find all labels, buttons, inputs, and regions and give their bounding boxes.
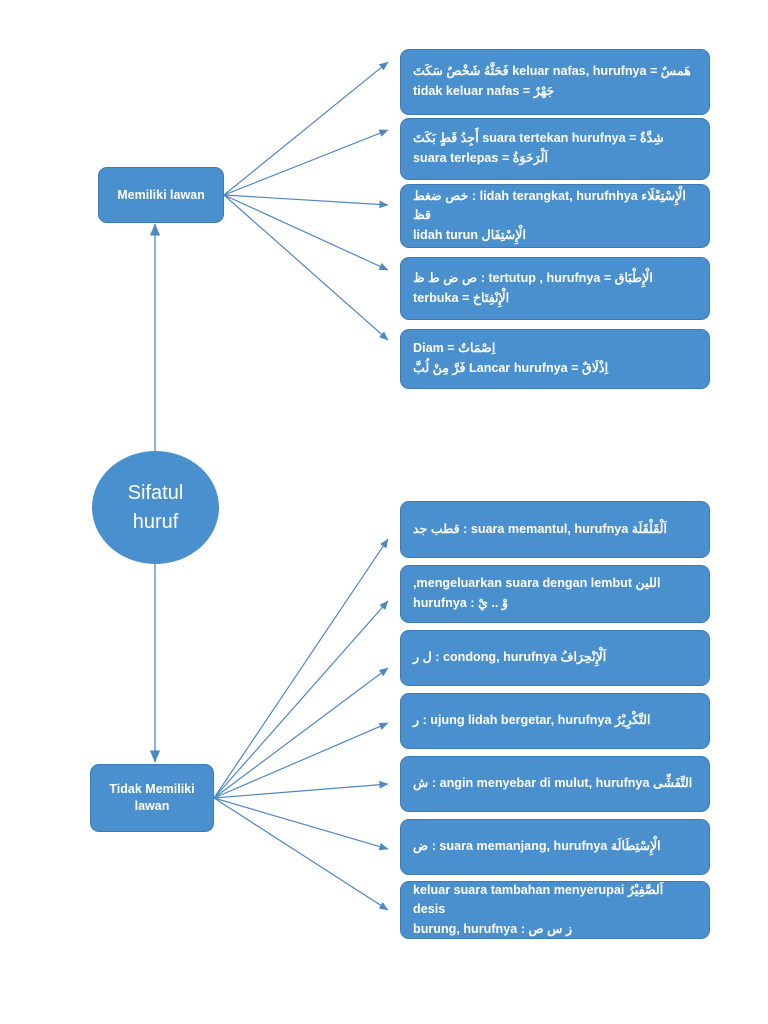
connector-memiliki-5 bbox=[223, 194, 389, 341]
leaf-node-tidak-4-line1: التَّكْرِيْرُ ujung lidah bergetar, huru… bbox=[413, 713, 651, 728]
leaf-node-tidak-3-line1: اَلْإِنْحِرَافُ condong, hurufnya : ل ر bbox=[413, 650, 607, 665]
connector-tidak-1 bbox=[213, 538, 389, 799]
branch-node-tidak-memiliki-lawan[interactable]: Tidak Memiliki lawan bbox=[90, 764, 214, 832]
leaf-node-memiliki-3-line1: الْإِسْتِعْلَاء lidah terangkat, hurufnh… bbox=[413, 188, 686, 223]
connector-tidak-2 bbox=[213, 600, 389, 799]
leaf-node-tidak-2-line2: hurufnya : وْ .. يْ bbox=[413, 596, 509, 610]
leaf-node-memiliki-5[interactable]: اِصْمَاتٌ = Diam اِذْلَاقٌ = Lancar huru… bbox=[400, 329, 710, 389]
branch-node-tidak-label-line1: Tidak Memiliki bbox=[109, 782, 195, 797]
leaf-node-memiliki-5-line2: اِذْلَاقٌ = Lancar hurufnya فَرَّ مِنْ ل… bbox=[413, 361, 609, 375]
leaf-node-memiliki-4-line1: الْإِطْبَاق = tertutup , hurufnya : ص ض … bbox=[413, 270, 653, 285]
connector-tidak-3 bbox=[213, 667, 389, 799]
leaf-node-memiliki-2-line1: شِدَّةٌ = suara tertekan hurufnya أَجِدُ… bbox=[413, 131, 664, 146]
center-node-sifatul-huruf[interactable]: Sifatul huruf bbox=[92, 451, 219, 564]
leaf-node-memiliki-1[interactable]: هَمسٌ = keluar nafas, hurufnya فَحَثَّهُ… bbox=[400, 49, 710, 115]
connector-memiliki-3 bbox=[223, 194, 389, 209]
leaf-node-tidak-7-line1: اَلصَّفِيْرُ keluar suara tambahan menye… bbox=[413, 882, 664, 917]
leaf-node-memiliki-1-line2: جَهْرٌ = tidak keluar nafas bbox=[413, 84, 555, 98]
connector-tidak-5 bbox=[213, 780, 389, 799]
leaf-node-memiliki-2-line2: اَلْرَخَوَةُ = suara terlepas bbox=[413, 151, 548, 165]
center-node-label-line2: huruf bbox=[132, 510, 179, 533]
leaf-node-tidak-6-line1: الْإِسْتِطَالَة suara memanjang, hurufny… bbox=[413, 839, 661, 854]
leaf-node-memiliki-1-line1: هَمسٌ = keluar nafas, hurufnya فَحَثَّهُ… bbox=[413, 64, 691, 79]
leaf-node-tidak-1-line1: اَلْقَلْقَلَة suara memantul, hurufnya :… bbox=[413, 521, 667, 536]
center-node-label: Sifatul huruf bbox=[128, 479, 184, 537]
connector-tidak-6 bbox=[213, 797, 389, 851]
leaf-node-tidak-2-line1: اللين mengeluarkan suara dengan lembut, bbox=[413, 576, 661, 591]
branch-node-tidak-memiliki-lawan-label: Tidak Memiliki lawan bbox=[109, 781, 194, 815]
connector-tidak-7 bbox=[213, 797, 389, 911]
branch-node-tidak-label-line2: lawan bbox=[134, 799, 170, 813]
leaf-node-tidak-7-line2: burung, hurufnya : ز س ص bbox=[413, 921, 573, 936]
leaf-node-memiliki-3[interactable]: الْإِسْتِعْلَاء lidah terangkat, hurufnh… bbox=[400, 184, 710, 248]
leaf-node-memiliki-5-line1: اِصْمَاتٌ = Diam bbox=[413, 341, 496, 356]
branch-node-memiliki-lawan[interactable]: Memiliki lawan bbox=[98, 167, 224, 223]
leaf-node-memiliki-4[interactable]: الْإِطْبَاق = tertutup , hurufnya : ص ض … bbox=[400, 257, 710, 320]
leaf-node-tidak-1[interactable]: اَلْقَلْقَلَة suara memantul, hurufnya :… bbox=[400, 501, 710, 558]
branch-node-memiliki-lawan-label: Memiliki lawan bbox=[117, 187, 205, 202]
connector-tidak-4 bbox=[213, 722, 389, 799]
leaf-node-tidak-2[interactable]: اللين mengeluarkan suara dengan lembut, … bbox=[400, 565, 710, 623]
leaf-node-memiliki-2[interactable]: شِدَّةٌ = suara tertekan hurufnya أَجِدُ… bbox=[400, 118, 710, 180]
leaf-node-tidak-6[interactable]: الْإِسْتِطَالَة suara memanjang, hurufny… bbox=[400, 819, 710, 875]
center-node-label-line1: Sifatul bbox=[127, 481, 184, 504]
connector-memiliki-2 bbox=[223, 129, 389, 196]
leaf-node-memiliki-4-line2: الْإِنْفِتَاخ = terbuka bbox=[413, 290, 510, 305]
leaf-node-memiliki-3-line2: الْإِسْتِفَال lidah turun bbox=[413, 227, 526, 242]
leaf-node-tidak-5-line1: التَّفَشِّى angin menyebar di mulut, hur… bbox=[413, 776, 693, 791]
leaf-node-tidak-3[interactable]: اَلْإِنْحِرَافُ condong, hurufnya : ل ر bbox=[400, 630, 710, 686]
leaf-node-tidak-7[interactable]: اَلصَّفِيْرُ keluar suara tambahan menye… bbox=[400, 881, 710, 939]
connector-memiliki-4 bbox=[223, 194, 389, 271]
connector-memiliki-1 bbox=[223, 61, 389, 196]
leaf-node-tidak-5[interactable]: التَّفَشِّى angin menyebar di mulut, hur… bbox=[400, 756, 710, 812]
leaf-node-tidak-4[interactable]: التَّكْرِيْرُ ujung lidah bergetar, huru… bbox=[400, 693, 710, 749]
